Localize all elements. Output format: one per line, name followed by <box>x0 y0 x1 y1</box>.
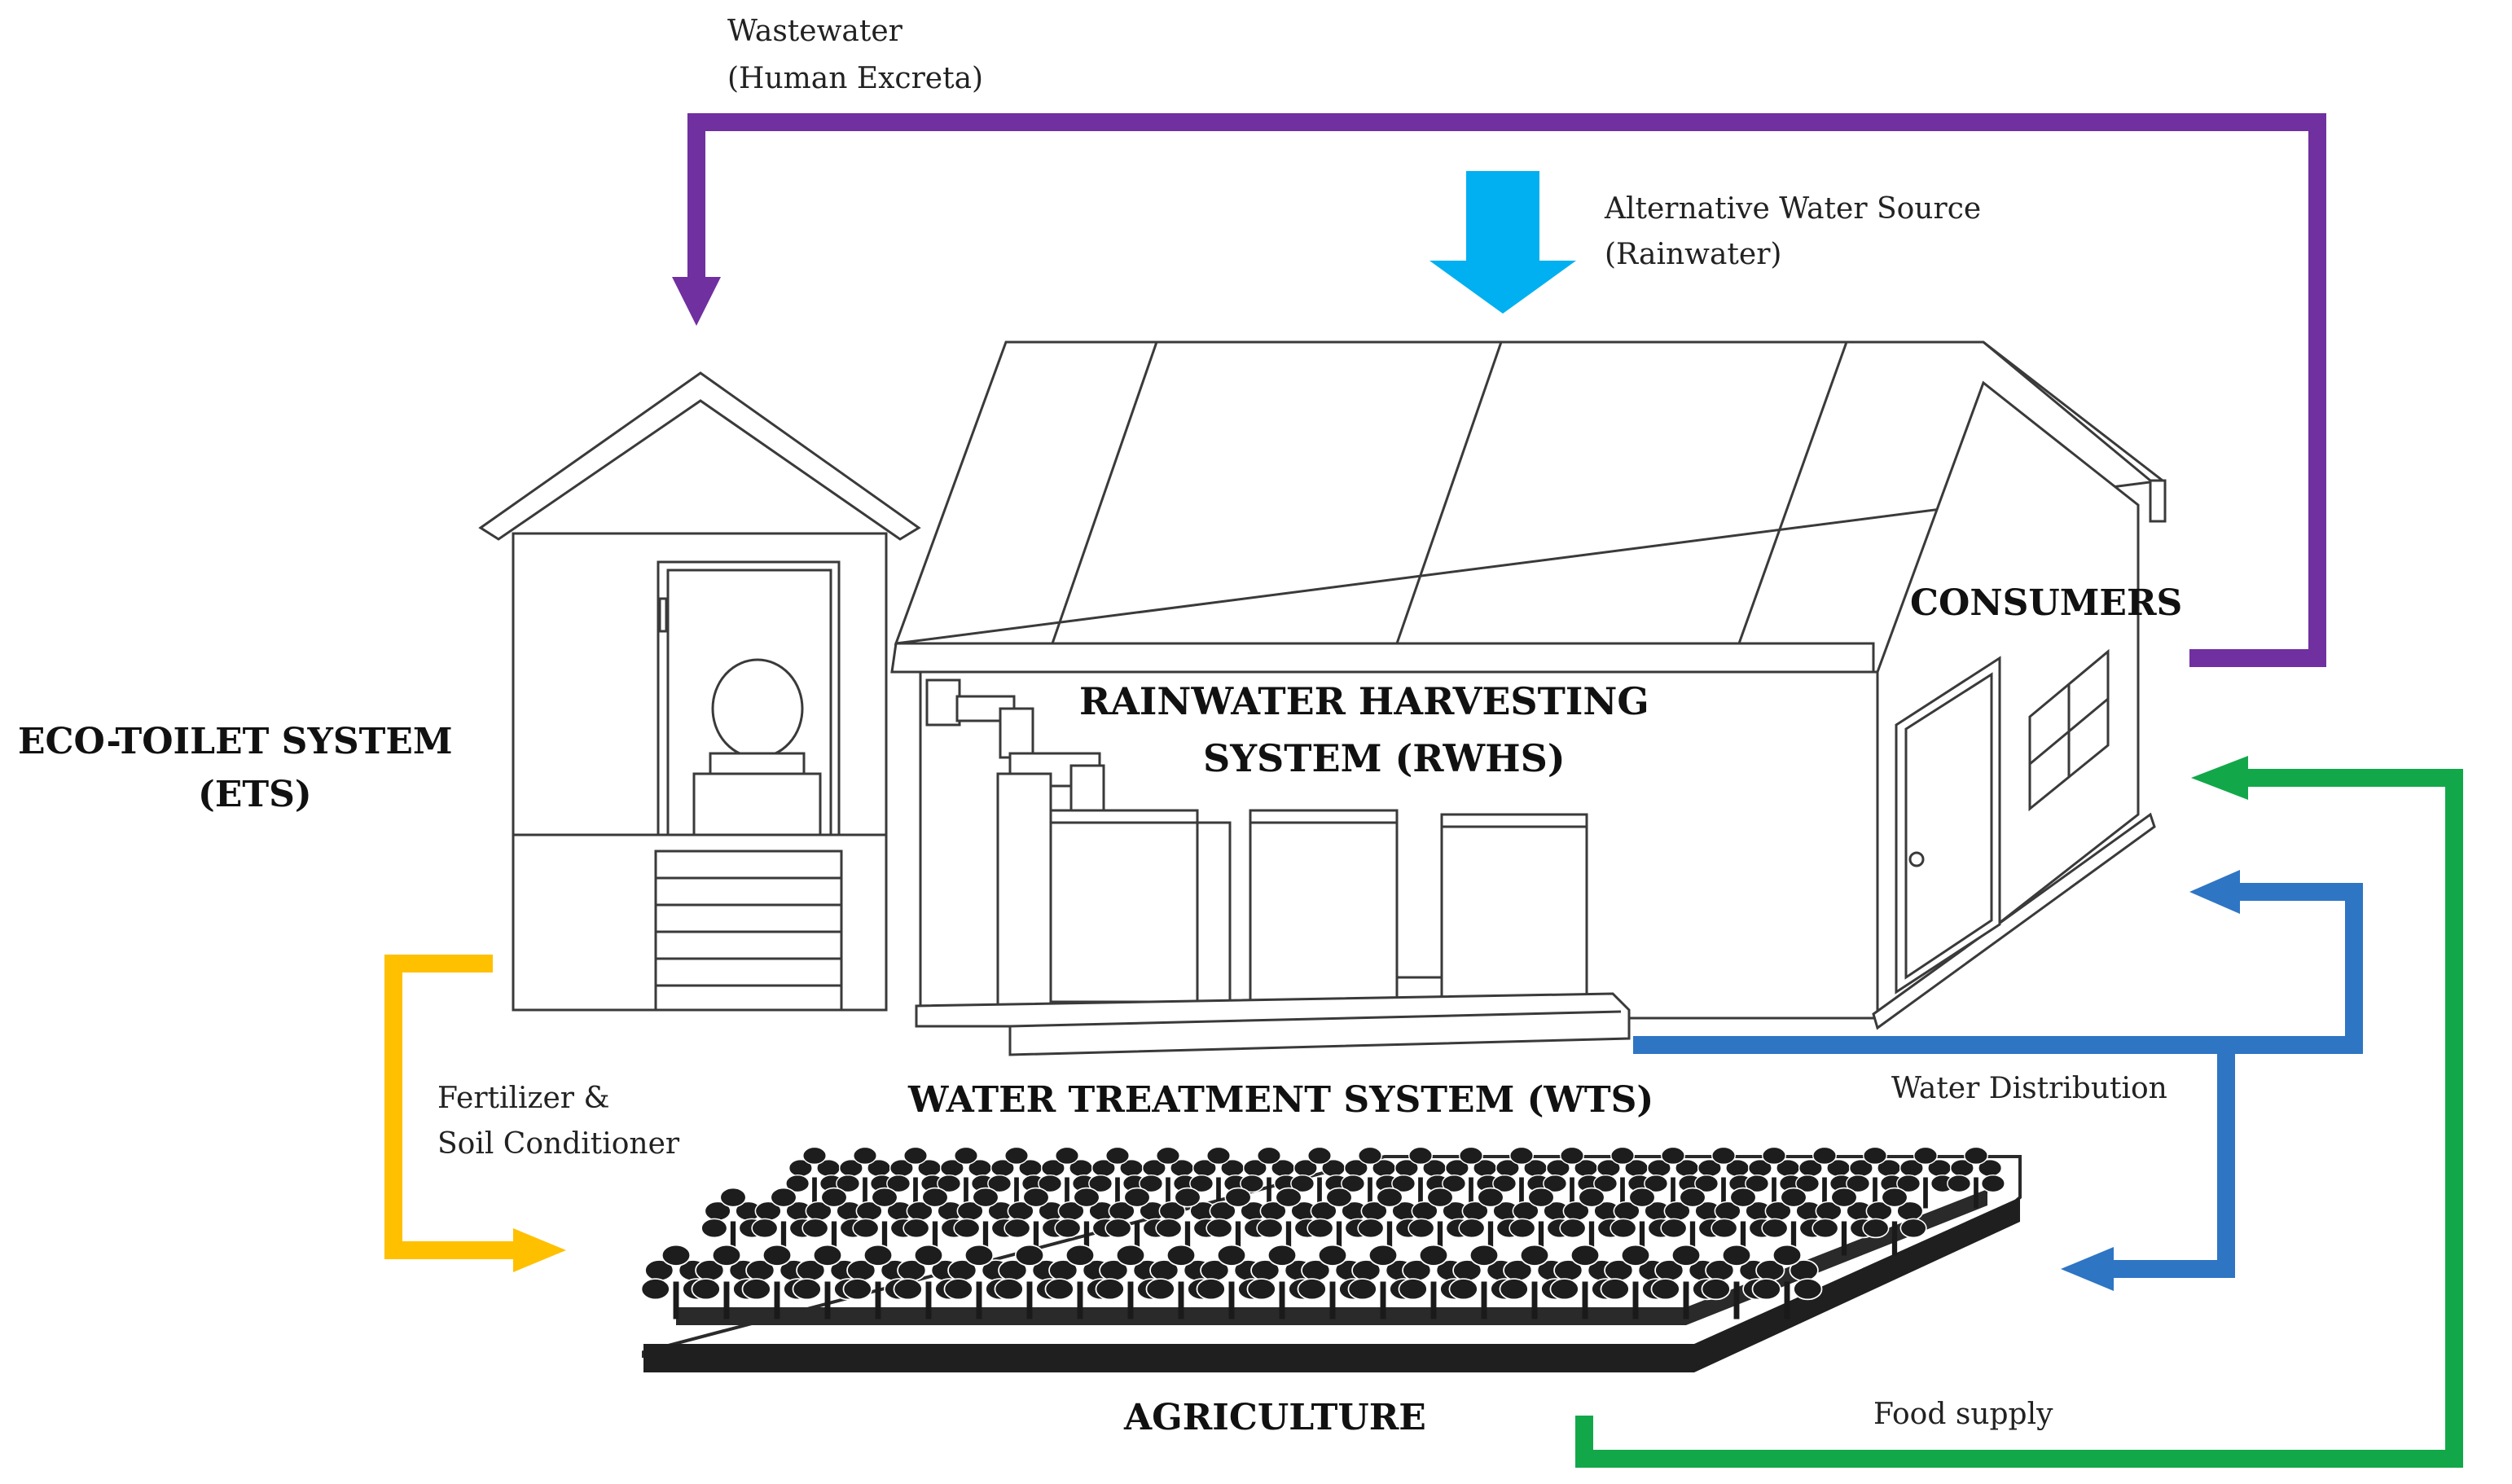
crop-plant <box>852 1187 917 1256</box>
crop-plant <box>1600 1244 1671 1319</box>
toilet-icon <box>478 371 921 1012</box>
food-supply-label: Food supply <box>1873 1398 2053 1431</box>
consumers-label: CONSUMERS <box>1910 582 2182 624</box>
crop-plant <box>1003 1187 1069 1256</box>
crop-plant <box>1038 1146 1096 1209</box>
alt-water-label: Alternative Water Source <box>1604 192 1981 226</box>
wastewater-label: Wastewater <box>727 15 903 48</box>
fertilizer-sublabel: Soil Conditioner <box>437 1127 680 1161</box>
alt-water-sublabel: (Rainwater) <box>1605 238 1781 271</box>
fertilizer-arrow <box>384 955 566 1272</box>
agriculture-label: AGRICULTURE <box>1123 1397 1426 1438</box>
crop-plant <box>1947 1146 2005 1209</box>
rwhs-sublabel: SYSTEM (RWHS) <box>1203 736 1566 780</box>
eco-toilet-label: ECO-TOILET SYSTEM <box>18 721 453 762</box>
fertilizer-label: Fertilizer & <box>437 1082 610 1115</box>
crop-plant <box>1751 1244 1823 1319</box>
water-tank-icon <box>915 678 1631 1056</box>
crop-rows <box>640 1146 2005 1319</box>
crop-plant-icon <box>640 1146 2022 1372</box>
wastewater-arrow <box>672 113 2326 667</box>
crop-plant <box>902 1187 968 1256</box>
water-distribution-label: Water Distribution <box>1891 1072 2167 1105</box>
crop-plant <box>1391 1146 1450 1209</box>
crop-plant <box>886 1146 945 1209</box>
crop-plant <box>1155 1187 1220 1256</box>
rainwater-arrow-icon <box>1429 171 1576 314</box>
water-distribution-arrow <box>1633 870 2363 1291</box>
crop-plant <box>836 1146 894 1209</box>
eco-toilet-sublabel: (ETS) <box>198 774 312 815</box>
crop-plant <box>1290 1146 1349 1209</box>
food-supply-arrow <box>1575 756 2463 1468</box>
rwhs-label: RAINWATER HARVESTING <box>1079 679 1649 723</box>
wts-label: WATER TREATMENT SYSTEM (WTS) <box>907 1079 1653 1121</box>
wastewater-sublabel: (Human Excreta) <box>727 62 983 95</box>
crop-plant <box>1862 1187 1927 1256</box>
crop-plant <box>1660 1187 1725 1256</box>
crop-plant <box>987 1146 1046 1209</box>
crop-plant <box>1341 1146 1399 1209</box>
crop-plant <box>1408 1187 1473 1256</box>
crop-plant <box>1896 1146 1955 1209</box>
crop-plant <box>1139 1146 1197 1209</box>
crop-plant <box>1650 1244 1722 1319</box>
crop-plant <box>1347 1244 1419 1319</box>
crop-plant <box>994 1244 1065 1319</box>
